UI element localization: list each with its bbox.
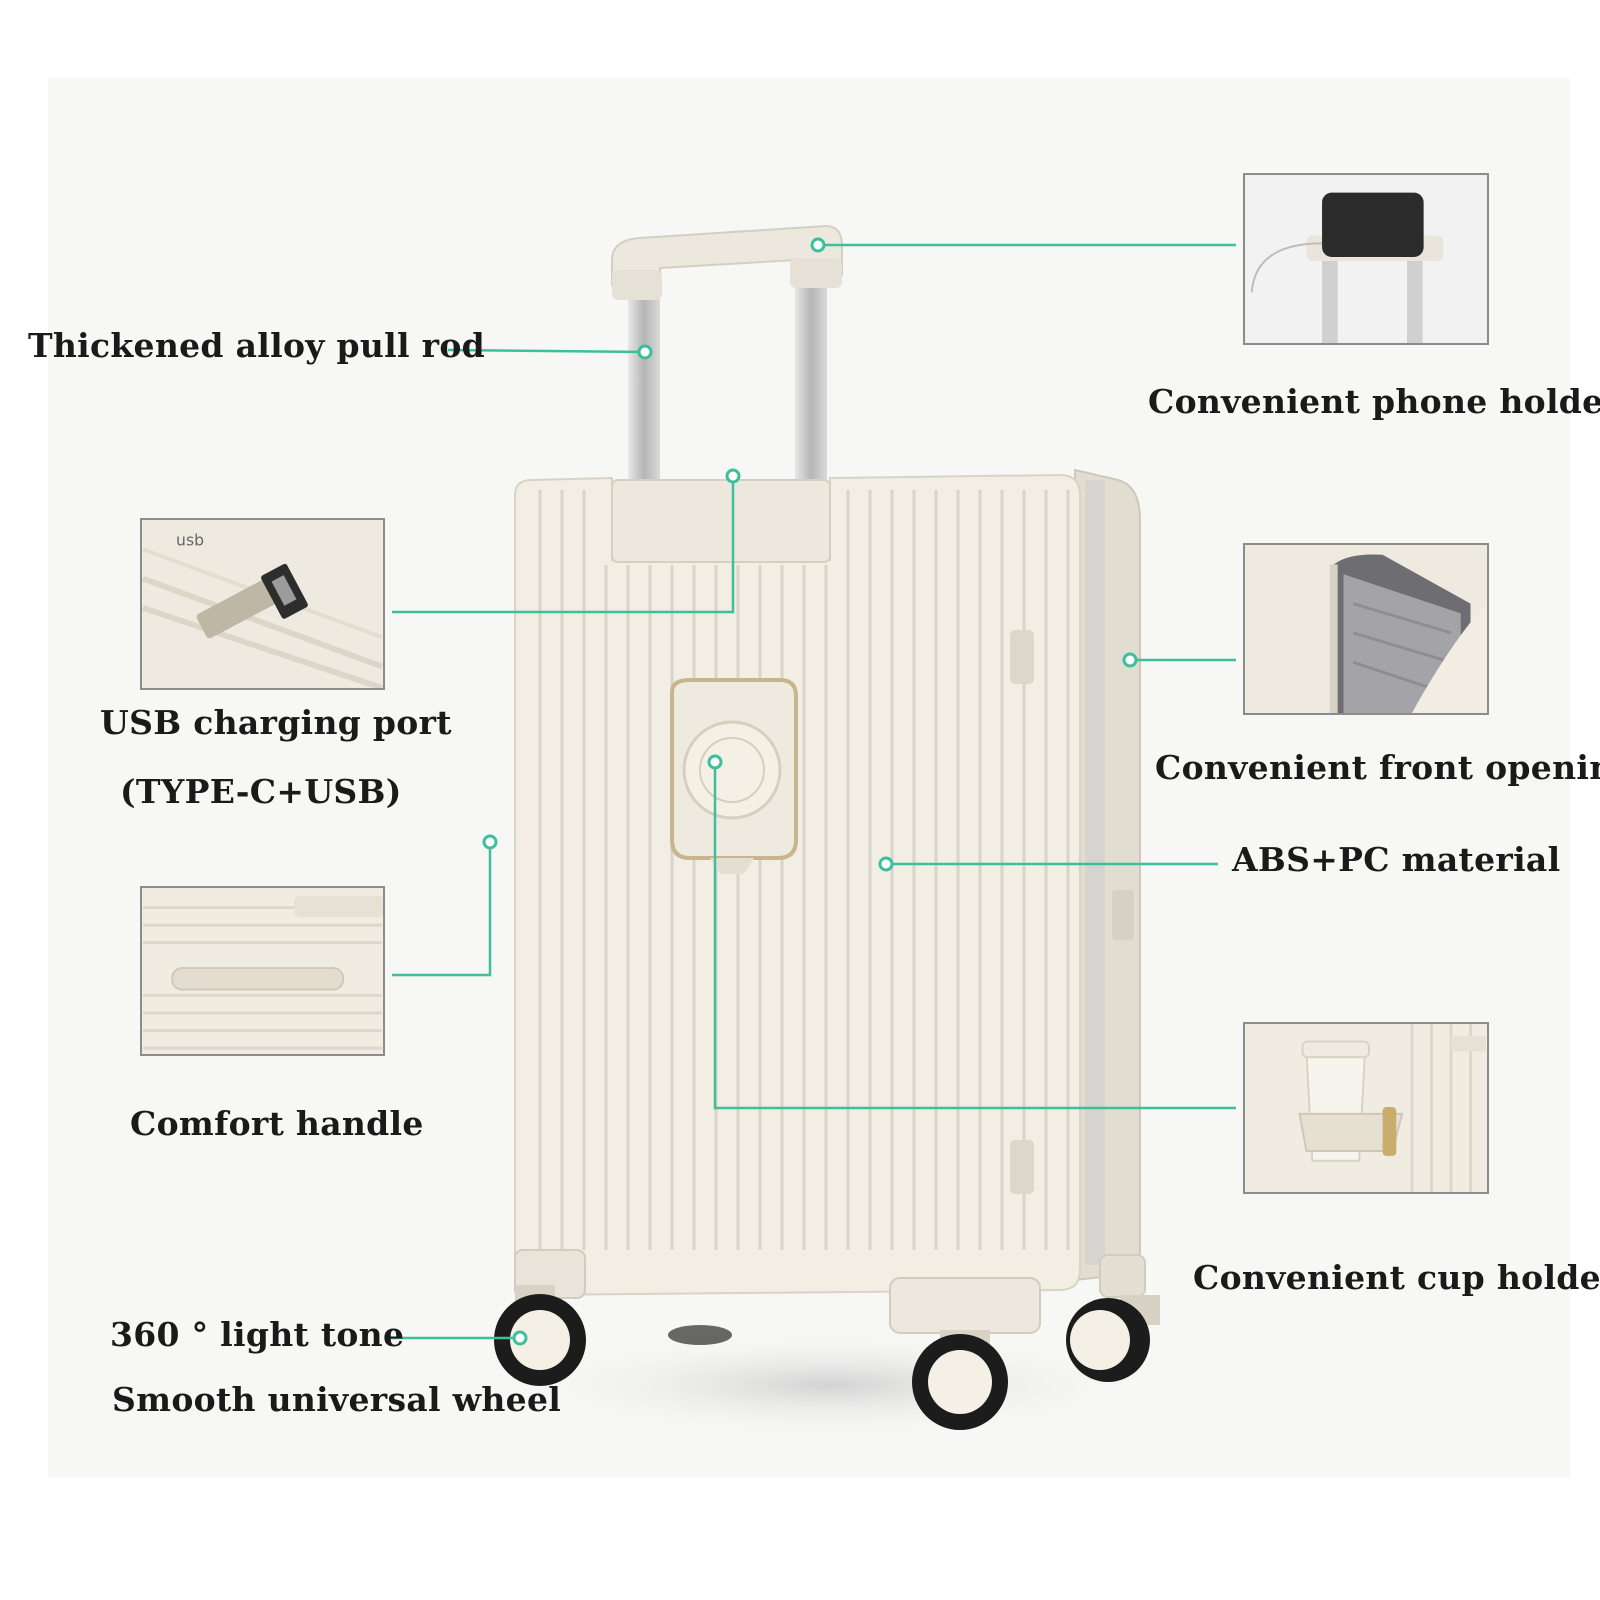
label-cup-holder: Convenient cup holder [1193,1258,1600,1297]
cup-holder-icon [1245,1024,1487,1192]
shell-ribs [538,490,1070,1250]
thumbnail-handle [140,886,385,1056]
floor-shadow [500,1330,1160,1440]
svg-text:usb: usb [176,531,204,549]
usb-port-icon: usb [142,520,383,688]
wheel-back-left [668,1325,732,1345]
suitcase-side [1074,468,1141,1282]
handle-icon [142,888,383,1054]
combination-lock [670,678,798,874]
wheel-back-right [1066,1295,1160,1382]
front-opening-icon [1245,545,1487,713]
thumbnail-phone-holder [1243,173,1489,345]
label-wheel-line2: Smooth universal wheel [112,1380,562,1419]
label-phone-holder: Convenient phone holder [1148,382,1600,421]
wheel-front-right [912,1330,1008,1430]
label-usb-port: USB charging port [100,703,452,742]
label-pull-rod: Thickened alloy pull rod [28,326,486,365]
label-front-opening: Convenient front opening [1155,748,1600,787]
label-comfort-handle: Comfort handle [130,1104,424,1143]
phone-holder-icon [1245,175,1487,343]
label-usb-type: (TYPE-C+USB) [120,772,402,811]
rod-recess [611,479,831,563]
suitcase-shell [514,473,1081,1297]
thumbnail-front-opening [1243,543,1489,715]
thumbnail-cup-holder [1243,1022,1489,1194]
side-latch [1010,630,1034,684]
wheel-front-left [494,1285,586,1386]
thumbnail-usb-port: usb [140,518,385,690]
side-latch [1010,1140,1034,1194]
label-material: ABS+PC material [1232,840,1561,879]
label-wheel-line1: 360 ° light tone [110,1315,405,1354]
